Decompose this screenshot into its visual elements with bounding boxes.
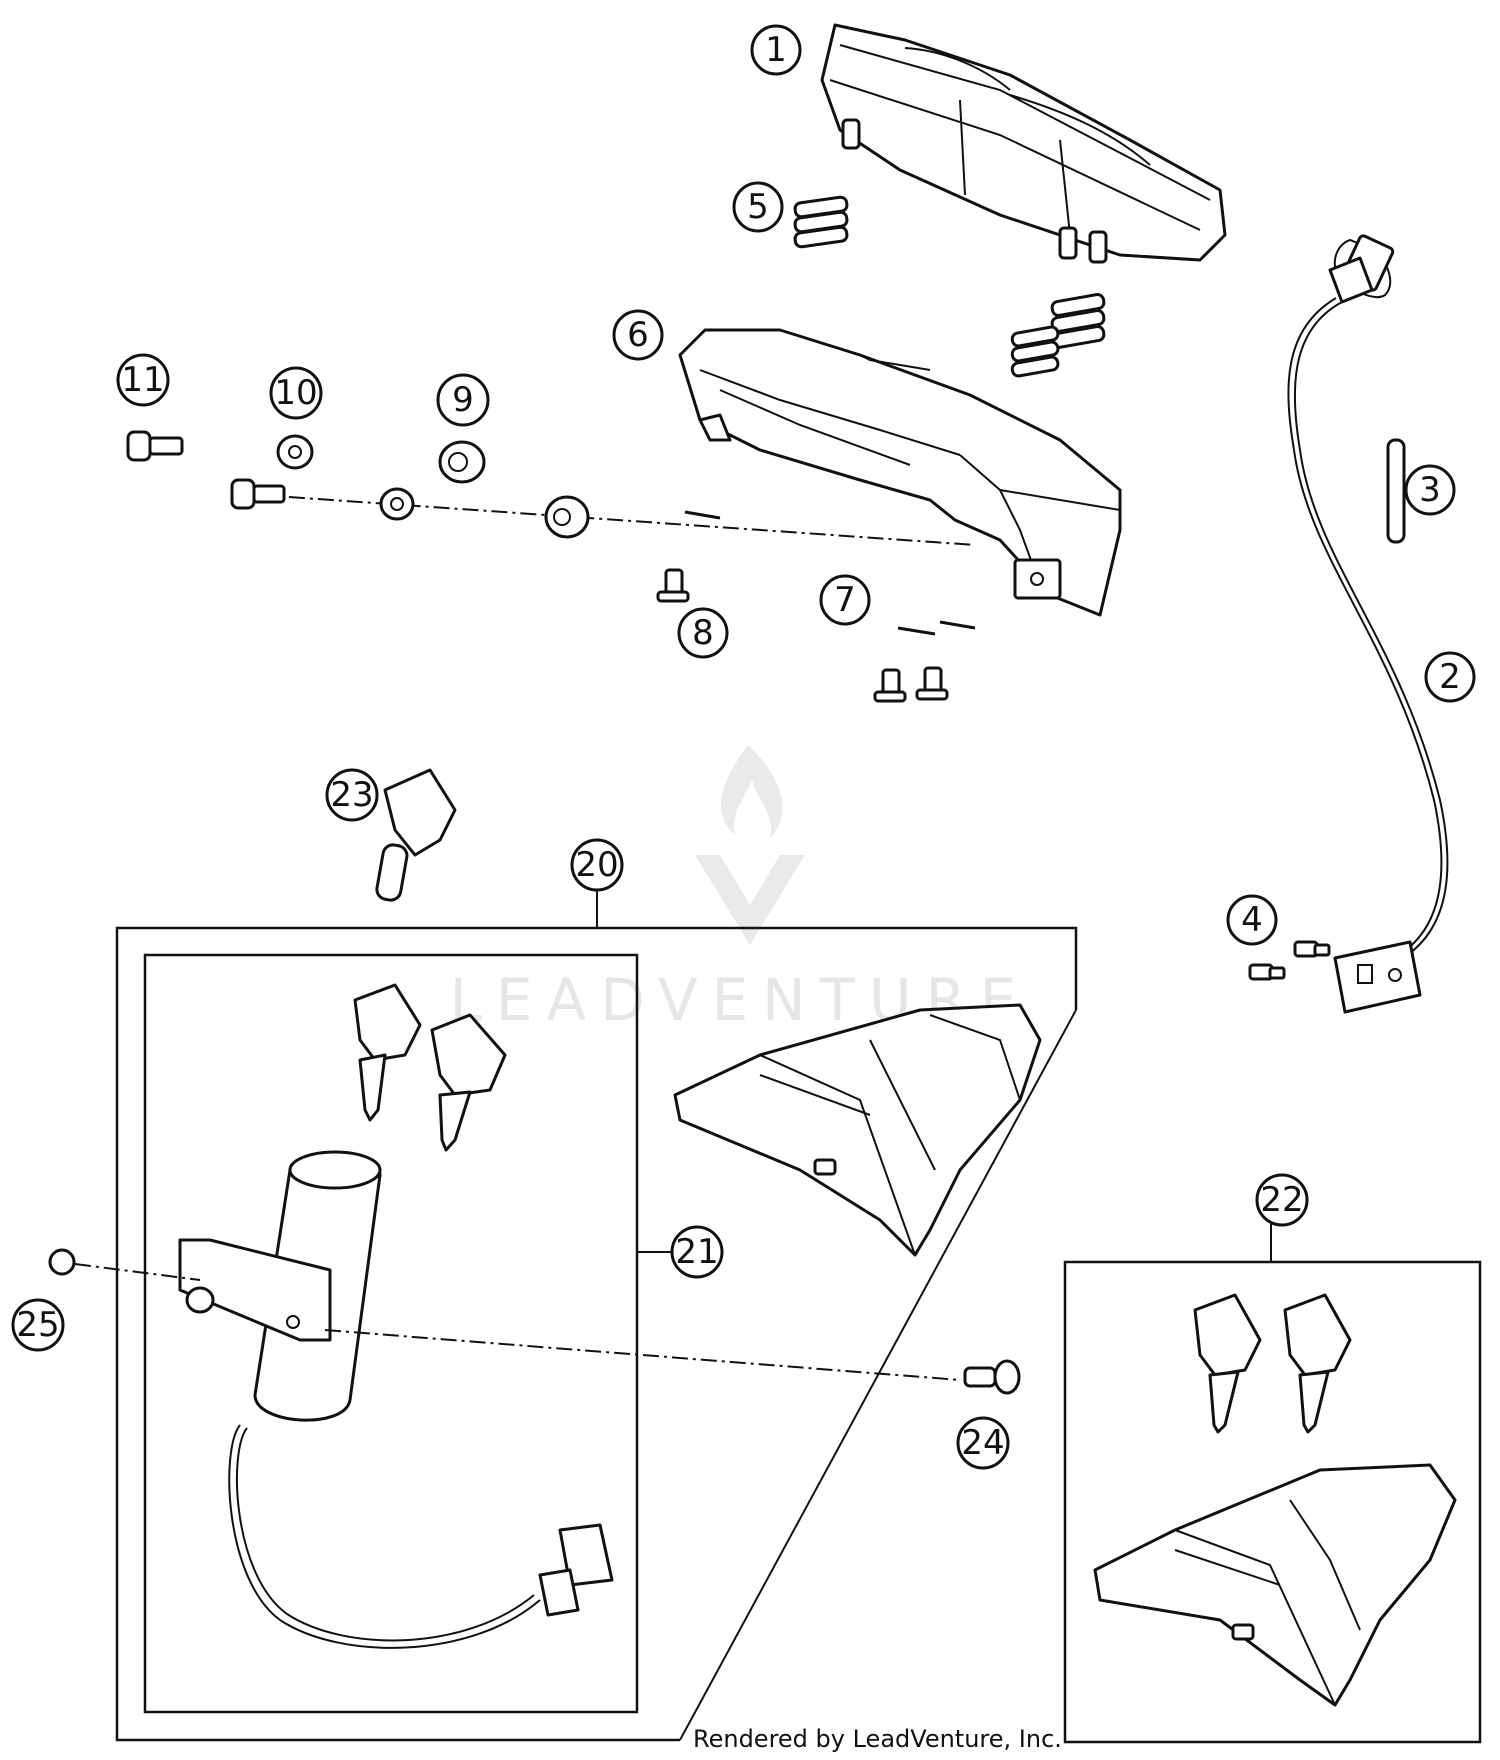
assembly-line-top bbox=[259, 494, 976, 546]
svg-text:20: 20 bbox=[575, 845, 618, 885]
grommet-set bbox=[793, 195, 1106, 378]
keys-21 bbox=[353, 983, 507, 1152]
svg-text:7: 7 bbox=[834, 580, 856, 620]
callout-25: 25 bbox=[11, 1298, 65, 1352]
svg-text:11: 11 bbox=[121, 360, 164, 400]
callout-11: 11 bbox=[116, 353, 170, 407]
svg-text:6: 6 bbox=[627, 315, 649, 355]
callout-23: 23 bbox=[325, 768, 379, 822]
svg-text:3: 3 bbox=[1419, 470, 1441, 510]
watermark-logo: LEADVENTURE bbox=[450, 745, 1016, 1034]
cluster-housing bbox=[678, 328, 1122, 617]
callout-8: 8 bbox=[677, 607, 729, 659]
svg-text:8: 8 bbox=[692, 613, 714, 653]
svg-text:22: 22 bbox=[1260, 1180, 1303, 1220]
svg-text:24: 24 bbox=[961, 1423, 1004, 1463]
cover-panel-20 bbox=[673, 1003, 1042, 1257]
bushing-9 bbox=[438, 440, 486, 484]
assembly-line-25 bbox=[74, 1263, 201, 1281]
assembly-line-lock bbox=[324, 1329, 961, 1381]
callout-7: 7 bbox=[819, 574, 871, 626]
frame-21 bbox=[143, 953, 672, 1714]
wiring-harness bbox=[1287, 234, 1449, 1014]
ignition-lock bbox=[178, 1150, 614, 1649]
callout-6: 6 bbox=[612, 309, 664, 361]
screw-11 bbox=[126, 430, 184, 462]
frame-20 bbox=[115, 890, 1078, 1742]
callout-2: 2 bbox=[1424, 651, 1476, 703]
assembled-fastener-stack bbox=[230, 478, 590, 539]
svg-text:4: 4 bbox=[1241, 900, 1263, 940]
credit-text: Rendered by LeadVenture, Inc. bbox=[693, 1725, 1062, 1753]
callout-3: 3 bbox=[1404, 464, 1456, 516]
instrument-cluster bbox=[820, 23, 1227, 264]
svg-text:1: 1 bbox=[765, 30, 787, 70]
callout-21: 21 bbox=[670, 1225, 724, 1279]
screws-4 bbox=[1248, 940, 1331, 981]
callout-24: 24 bbox=[956, 1416, 1010, 1470]
screw-7 bbox=[684, 510, 976, 703]
key-23 bbox=[375, 768, 457, 902]
svg-text:9: 9 bbox=[452, 380, 474, 420]
cover-panel-22 bbox=[1093, 1463, 1457, 1707]
callout-1: 1 bbox=[750, 24, 802, 76]
cable-tie bbox=[1386, 438, 1406, 544]
svg-text:10: 10 bbox=[274, 373, 317, 413]
svg-text:23: 23 bbox=[330, 775, 373, 815]
callout-9: 9 bbox=[436, 373, 490, 427]
frame-22 bbox=[1063, 1224, 1482, 1744]
svg-text:21: 21 bbox=[675, 1232, 718, 1272]
callout-10: 10 bbox=[269, 366, 323, 420]
callout-5: 5 bbox=[732, 181, 784, 233]
washer-10 bbox=[276, 434, 314, 470]
callout-20: 20 bbox=[570, 838, 624, 892]
callout-22: 22 bbox=[1255, 1173, 1309, 1227]
keys-22 bbox=[1193, 1293, 1352, 1434]
screw-8 bbox=[656, 568, 690, 603]
svg-text:5: 5 bbox=[747, 187, 769, 227]
svg-text:2: 2 bbox=[1439, 657, 1461, 697]
svg-text:25: 25 bbox=[16, 1305, 59, 1345]
ring-25 bbox=[48, 1248, 76, 1276]
callout-4: 4 bbox=[1226, 894, 1278, 946]
screw-24 bbox=[963, 1359, 1021, 1395]
